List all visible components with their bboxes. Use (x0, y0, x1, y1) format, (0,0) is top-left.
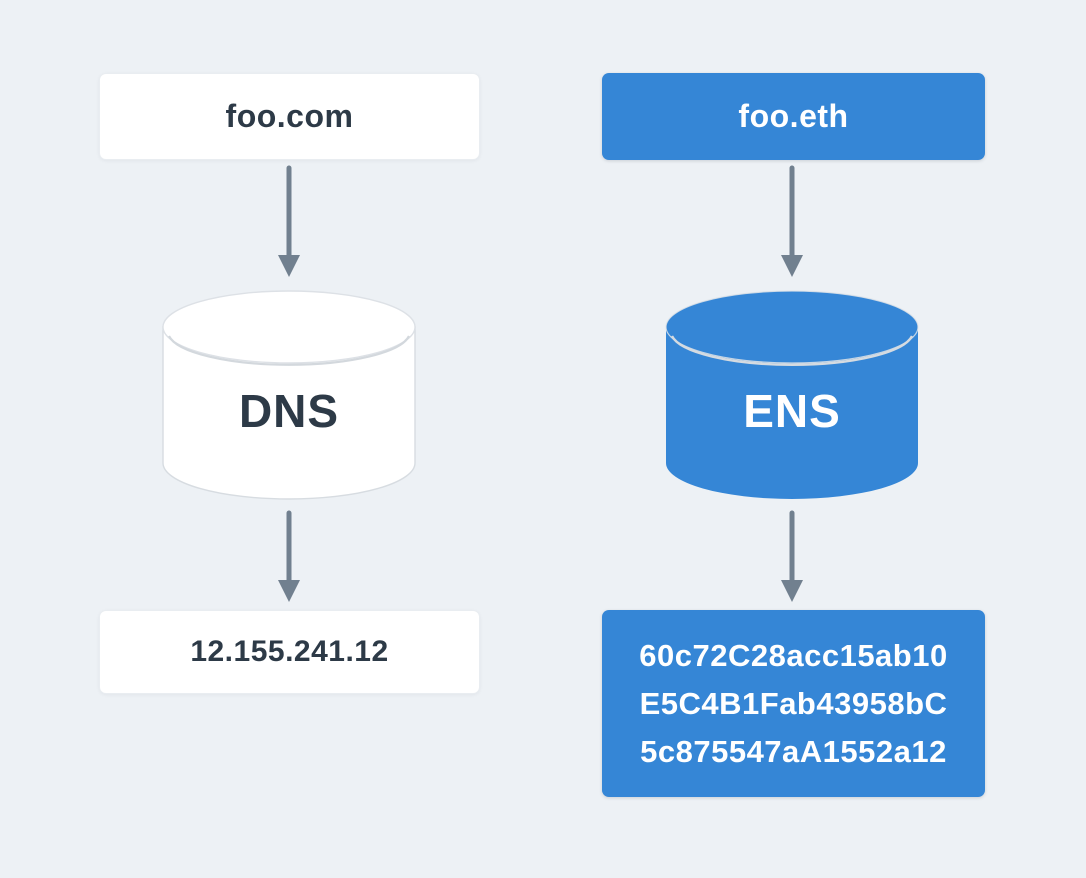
eth-address-line: 60c72C28acc15ab10 (639, 637, 948, 673)
eth-address-line: 5c875547aA1552a12 (640, 733, 947, 769)
dns-domain-label: foo.com (225, 98, 354, 134)
arrow-down-icon (278, 510, 300, 602)
database-cylinder-icon (665, 290, 919, 499)
arrow-down-icon (278, 165, 300, 277)
ip-address-label: 12.155.241.12 (190, 635, 389, 668)
ip-address-box: 12.155.241.12 (99, 610, 480, 694)
ens-domain-box: foo.eth (602, 73, 985, 160)
dns-database-cylinder: DNS (161, 289, 417, 501)
ens-database-cylinder: ENS (664, 289, 920, 501)
eth-address-line: E5C4B1Fab43958bC (639, 685, 948, 721)
dns-database-label: DNS (238, 385, 340, 437)
ens-domain-label: foo.eth (738, 98, 849, 134)
eth-address-box: 60c72C28acc15ab10 E5C4B1Fab43958bC 5c875… (602, 610, 985, 797)
database-cylinder-icon (162, 290, 416, 500)
dns-domain-box: foo.com (99, 73, 480, 160)
ens-database-label: ENS (743, 385, 841, 437)
arrow-down-icon (781, 510, 803, 602)
arrow-down-icon (781, 165, 803, 277)
